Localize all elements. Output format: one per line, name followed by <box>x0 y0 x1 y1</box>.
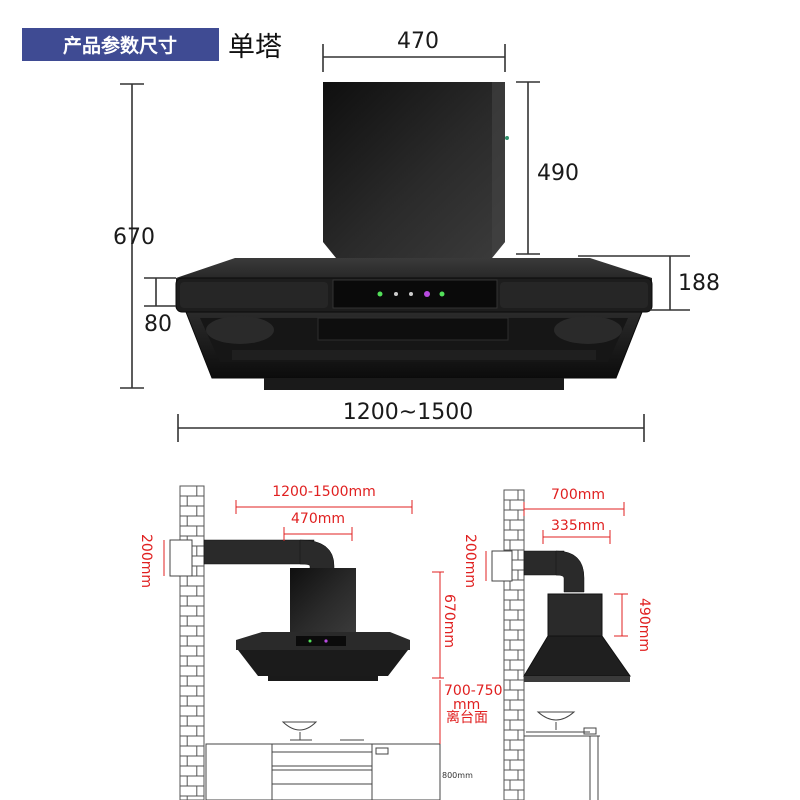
header-tag-background <box>22 28 219 61</box>
chimney-indicator-dot <box>505 136 509 140</box>
control-light-white-1 <box>394 292 398 296</box>
install-left-clearance-note: 离台面 <box>446 709 488 726</box>
control-panel <box>332 279 498 309</box>
install-diagram-right: 700mm 335mm 200mm 490mm <box>462 487 652 800</box>
install-left-chimney-width: 470mm <box>291 511 345 527</box>
dim-total-width: 1200~1500 <box>343 400 473 425</box>
band-left-panel <box>180 282 328 308</box>
header-subtitle: 单塔 <box>228 32 282 63</box>
top-dimension-lines: 470 490 670 80 188 1200~1500 <box>113 29 720 442</box>
install-left-width: 1200-1500mm <box>272 484 376 500</box>
install-right-chimney-width: 335mm <box>551 518 605 534</box>
install-right-width: 700mm <box>551 487 605 503</box>
install-right-chimney-height: 490mm <box>636 598 652 652</box>
stove-cabinet-left <box>205 721 441 800</box>
chimney-side-face <box>492 82 505 258</box>
exhaust-duct-horizontal <box>203 539 315 565</box>
install-left-clearance: 700-750 <box>444 683 503 699</box>
band-right-panel <box>500 282 648 308</box>
install-diagram-left: 1200-1500mm 470mm 200mm 670mm 700-750 mm… <box>138 484 503 800</box>
hood-chimney <box>323 82 505 258</box>
install-left-counter-height: 800mm <box>442 771 473 780</box>
small-control-panel <box>296 636 346 646</box>
install-left-total-height: 670mm <box>441 594 457 648</box>
right-exhaust-duct-elbow <box>555 550 585 593</box>
dim-chimney-width: 470 <box>397 29 439 54</box>
install-left-clearance-unit: mm <box>453 697 480 713</box>
right-hood-lip <box>524 676 630 682</box>
right-hood-chimney <box>547 593 603 637</box>
stove-cabinet-right <box>524 711 600 800</box>
install-left-duct-height: 200mm <box>138 534 154 588</box>
small-hood-chimney <box>290 568 356 634</box>
dim-canopy-depth: 188 <box>678 271 720 296</box>
right-wall-opening <box>491 550 513 582</box>
control-light-purple <box>424 291 430 297</box>
small-hood-tray <box>238 650 408 676</box>
left-intake-recess <box>206 316 274 344</box>
oil-guide-panel <box>317 317 509 341</box>
brick-wall-right <box>503 489 525 800</box>
control-light-green-2 <box>439 291 445 297</box>
header: 产品参数尺寸 单塔 <box>22 28 282 63</box>
hood-bottom-lip <box>264 378 564 390</box>
hood-lower-bar <box>232 350 596 360</box>
dim-total-height: 670 <box>113 225 155 250</box>
control-light-green-1 <box>377 291 383 297</box>
dim-chimney-height: 490 <box>537 161 579 186</box>
hood-product-view <box>175 82 653 390</box>
right-hood-canopy <box>523 635 631 677</box>
right-intake-recess <box>554 316 622 344</box>
brick-wall-left <box>179 485 205 800</box>
control-light-white-2 <box>409 292 413 296</box>
exhaust-duct-elbow <box>299 539 335 573</box>
header-tag: 产品参数尺寸 <box>63 34 177 57</box>
dim-lip-height: 80 <box>144 312 172 337</box>
install-right-duct-height: 200mm <box>462 534 478 588</box>
wall-opening <box>169 539 193 577</box>
